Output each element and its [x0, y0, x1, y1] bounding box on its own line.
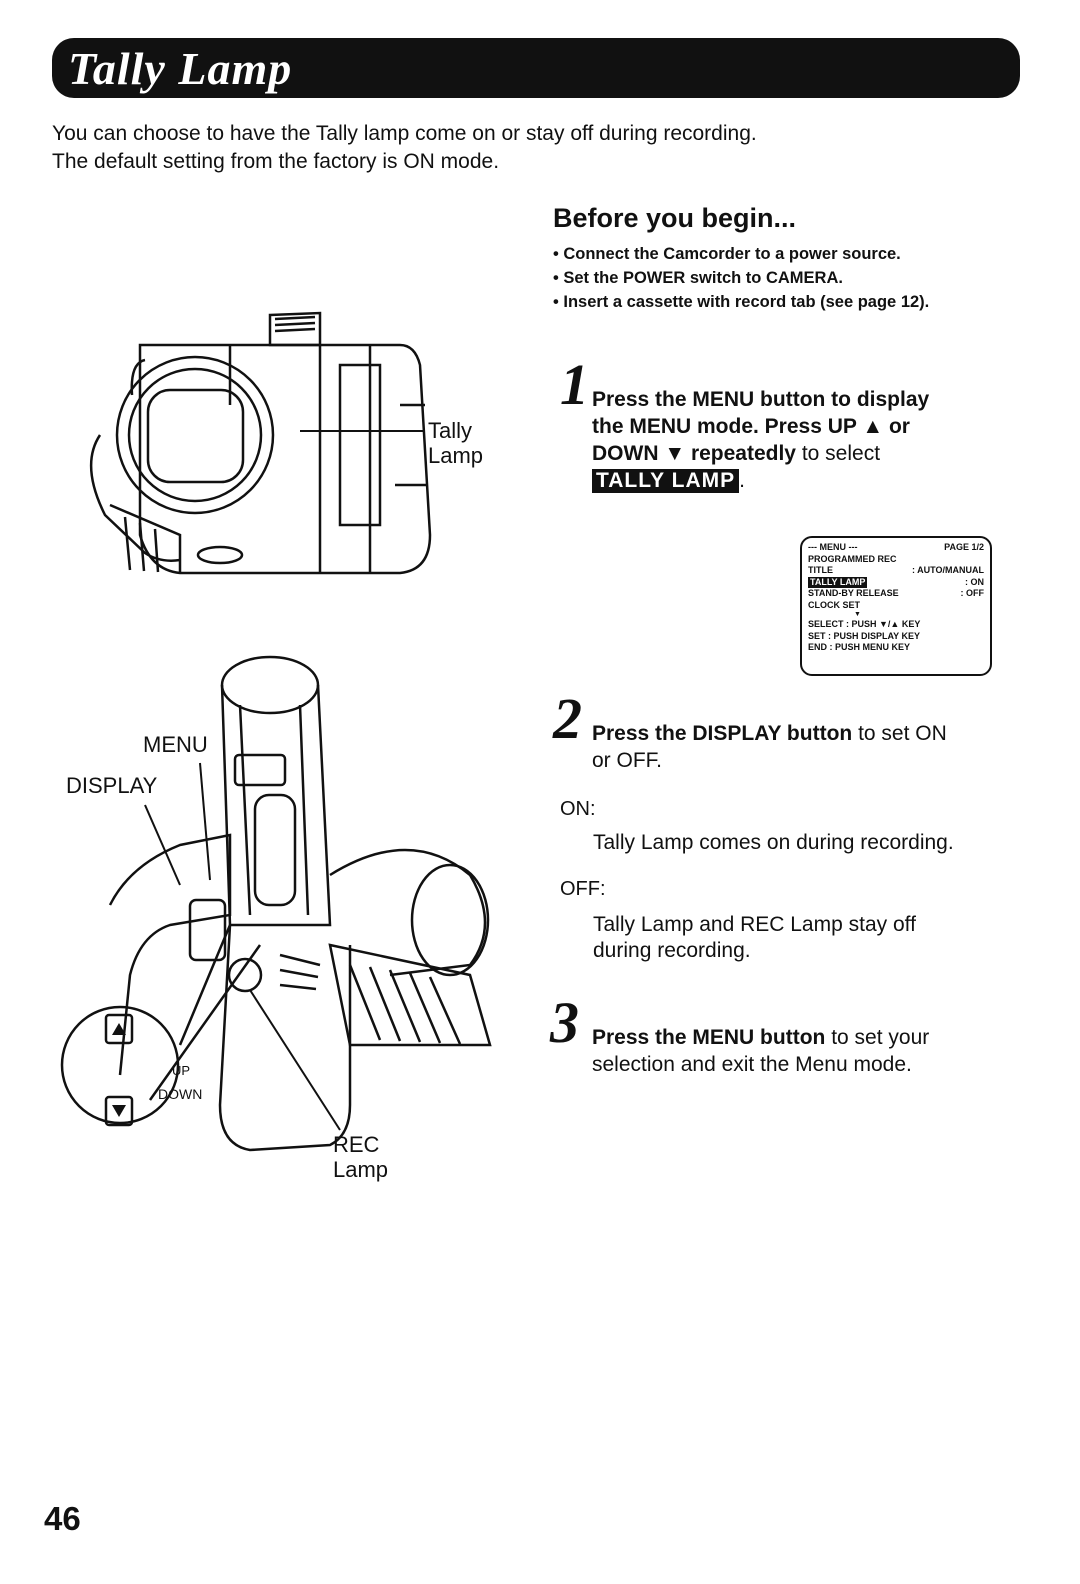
camcorder-front-illustration — [89, 311, 432, 575]
step-1-line-2: the MENU mode. Press UP ▲ or — [592, 415, 910, 438]
step-1-line-3-bold: DOWN ▼ repeatedly — [592, 442, 796, 465]
step-2-text: Press the DISPLAY button to set ON or OF… — [592, 720, 947, 774]
menu-row: TITLE : AUTO/MANUAL — [808, 565, 984, 577]
step-1-line-3-rest: to select — [796, 442, 881, 465]
off-option-line-1: Tally Lamp and REC Lamp stay off — [593, 913, 916, 936]
on-option-text: Tally Lamp comes on during recording. — [593, 831, 954, 854]
tally-label-line-2: Lamp — [428, 443, 484, 468]
menu-row-label: PROGRAMMED REC — [808, 553, 897, 564]
menu-screen: --- MENU --- PAGE 1/2 PROGRAMMED REC TIT… — [800, 536, 992, 676]
step-1-period: . — [739, 469, 745, 492]
intro-line-2: The default setting from the factory is … — [52, 150, 500, 173]
menu-row-label: CLOCK SET — [808, 599, 861, 610]
menu-scroll-arrow-icon: ▼ — [854, 611, 861, 618]
step-3-number: 3 — [550, 990, 579, 1055]
menu-row-label: TITLE — [808, 565, 833, 575]
intro-line-1: You can choose to have the Tally lamp co… — [52, 122, 757, 145]
step-1-text: Press the MENU button to display the MEN… — [592, 386, 929, 494]
menu-row-selected: TALLY LAMP : ON — [808, 576, 984, 588]
menu-row-value: : AUTO/MANUAL — [912, 565, 984, 575]
rec-label-line-1: REC — [333, 1132, 380, 1157]
rec-label-line-2: Lamp — [333, 1157, 389, 1182]
menu-row: PROGRAMMED REC — [808, 554, 984, 566]
step-2-line-2: or OFF. — [592, 749, 663, 772]
on-option-label: ON: — [560, 798, 596, 820]
menu-set-instruction: SET : PUSH DISPLAY KEY — [808, 630, 921, 641]
before-heading: Before you begin... — [553, 203, 797, 233]
list-item: • Insert a cassette with record tab (see… — [553, 293, 930, 311]
step-3-text: Press the MENU button to set your select… — [592, 1024, 929, 1078]
menu-select-instruction: SELECT : PUSH ▼/▲ KEY — [808, 619, 921, 629]
off-option-text: Tally Lamp and REC Lamp stay off during … — [593, 912, 916, 964]
step-1-line-1: Press the MENU button to display — [592, 388, 930, 411]
page-title: Tally Lamp — [68, 43, 293, 94]
tally-label-line-1: Tally — [428, 418, 473, 443]
intro-text: You can choose to have the Tally lamp co… — [52, 120, 757, 176]
off-option-line-2: during recording. — [593, 939, 751, 962]
menu-row-value: : ON — [965, 576, 984, 587]
title-banner — [52, 38, 1020, 98]
step-2-bold: Press the DISPLAY button — [592, 722, 853, 745]
list-item: • Set the POWER switch to CAMERA. — [553, 269, 843, 287]
menu-row: STAND-BY RELEASE : OFF — [808, 588, 984, 600]
page-number: 46 — [44, 1500, 81, 1537]
step-3-rest: to set your — [825, 1026, 930, 1049]
prerequisite-list: • Connect the Camcorder to a power sourc… — [553, 242, 929, 314]
menu-button-label: MENU — [143, 732, 208, 757]
step-3-line-2: selection and exit the Menu mode. — [592, 1053, 912, 1076]
display-button-label: DISPLAY — [66, 773, 158, 798]
step-2-rest: to set ON — [852, 722, 947, 745]
menu-row-label: STAND-BY RELEASE — [808, 588, 899, 598]
menu-header-title: --- MENU --- — [808, 542, 858, 552]
menu-end-instruction: END : PUSH MENU KEY — [808, 642, 911, 652]
menu-row-value: : OFF — [960, 588, 985, 598]
list-item: • Connect the Camcorder to a power sourc… — [553, 245, 901, 263]
step-2-number: 2 — [553, 686, 582, 751]
menu-row-label: TALLY LAMP — [808, 576, 868, 588]
step-1-number: 1 — [560, 352, 589, 417]
rec-lamp-label: REC Lamp — [333, 1132, 388, 1182]
tally-lamp-label: Tally Lamp — [428, 418, 483, 468]
tally-lamp-menu-item: TALLY LAMP — [592, 469, 740, 493]
camcorder-rear-illustration — [60, 655, 492, 1152]
menu-header: --- MENU --- PAGE 1/2 — [808, 542, 984, 554]
down-button-label: DOWN — [158, 1086, 203, 1102]
off-option-label: OFF: — [560, 878, 606, 900]
menu-row: CLOCK SET — [808, 600, 984, 612]
step-3-bold: Press the MENU button — [592, 1026, 826, 1049]
menu-header-page: PAGE 1/2 — [944, 542, 984, 552]
up-button-label: UP — [172, 1063, 191, 1078]
